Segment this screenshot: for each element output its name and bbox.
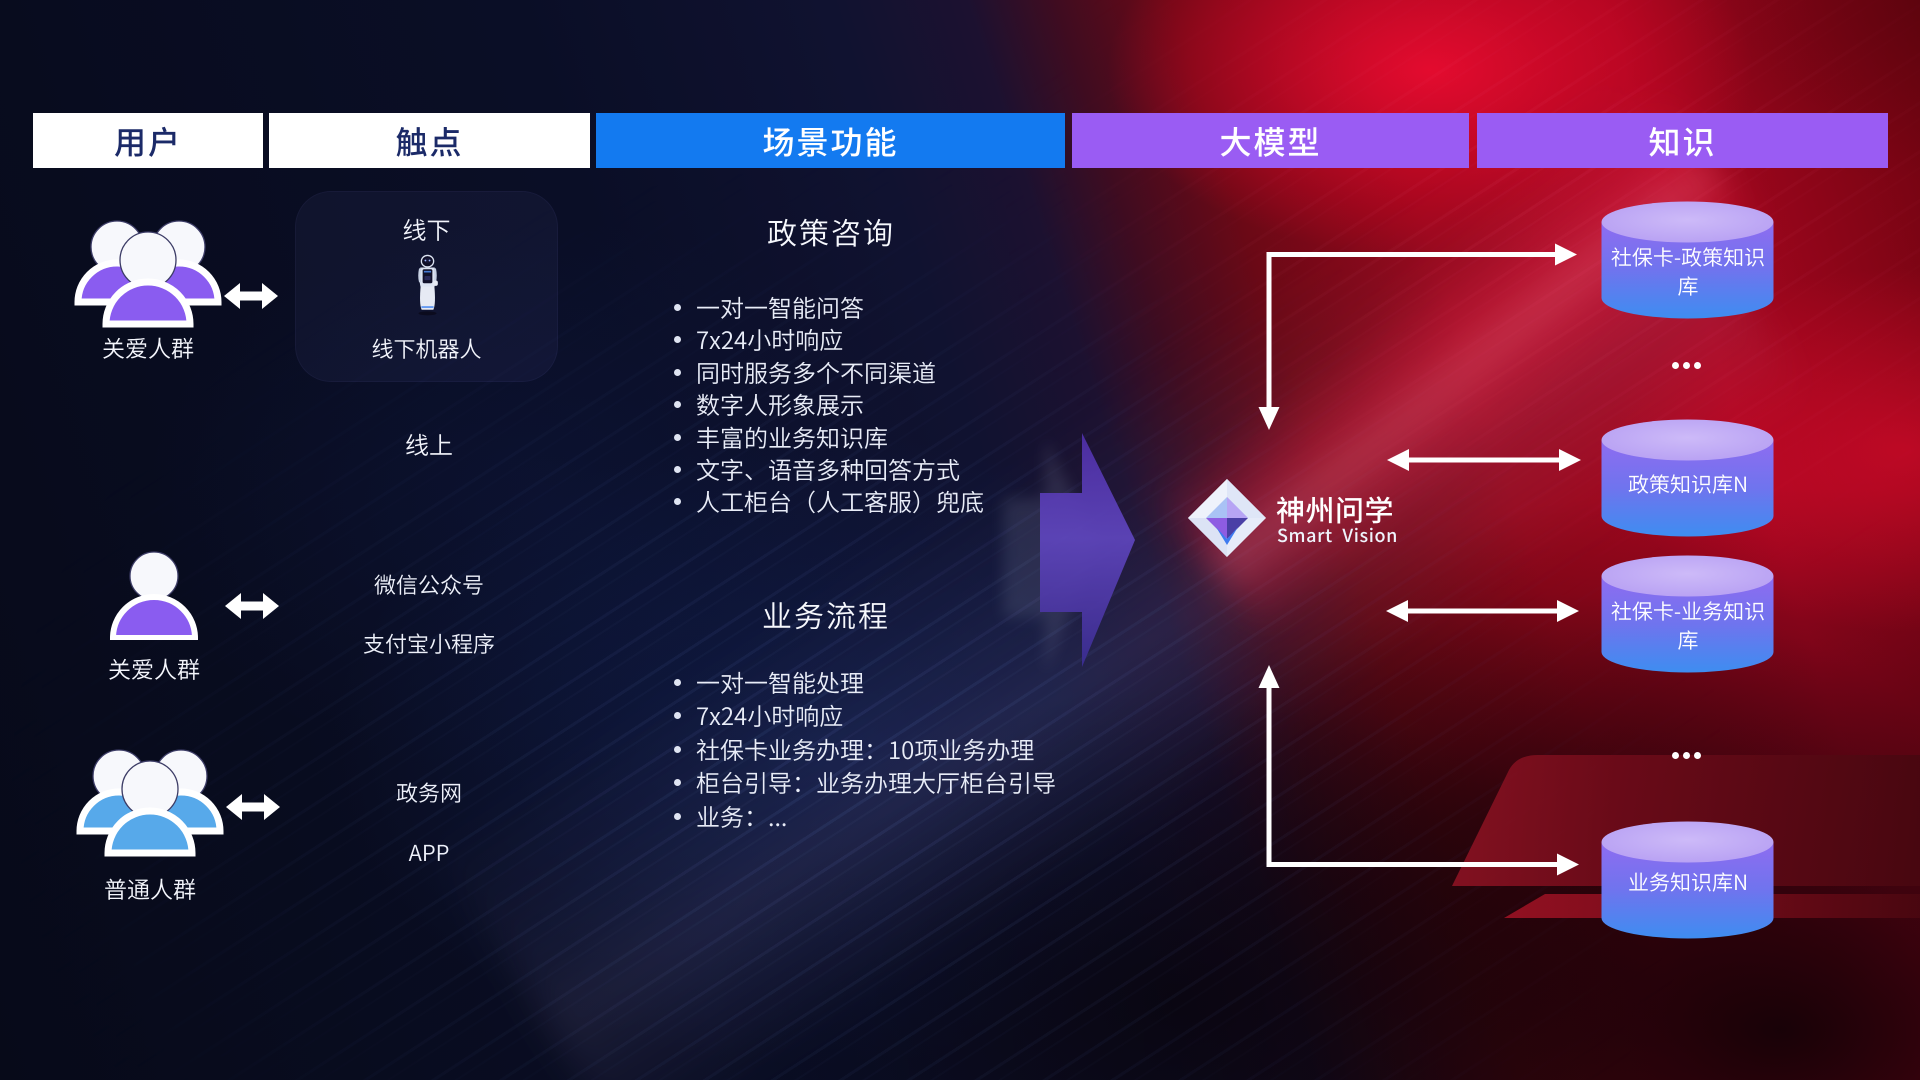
exchange-arrow-icon [226, 794, 280, 820]
channel-wechat: 微信公众号 [373, 568, 484, 600]
offline-title: 线下 [402, 211, 451, 246]
dot [1694, 752, 1701, 759]
user-group-label: 关爱人群 [108, 651, 200, 685]
list-item: 一对一智能问答 [674, 290, 984, 323]
exchange-arrow-icon [224, 283, 278, 309]
policy-section-title: 政策咨询 [767, 209, 895, 253]
dot [1683, 752, 1690, 759]
logo-subtitle: Smart Vision [1277, 522, 1399, 548]
dot [1672, 362, 1679, 369]
list-item: 7x24小时响应 [674, 698, 1056, 732]
knowledge-cylinder [1601, 821, 1774, 939]
cylinder-label: 政策知识库N [1627, 469, 1749, 499]
list-item: 7x24小时响应 [674, 323, 984, 356]
header-column-knowledge: 知识 [1477, 113, 1888, 168]
exchange-arrow-icon [225, 593, 279, 619]
header-label: 用户 [113, 117, 182, 164]
list-item: 柜台引导：业务办理大厅柜台引导 [674, 765, 1056, 799]
logo-name: 神州问学 [1276, 488, 1395, 530]
channel-govweb: 政务网 [395, 776, 462, 808]
diamond-logo-icon [1188, 479, 1266, 557]
channel-alipay: 支付宝小程序 [362, 627, 495, 659]
policy-feature-list: 一对一智能问答 7x24小时响应 同时服务多个不同渠道 数字人形象展示 丰富的业… [674, 290, 984, 518]
ellipsis-icon [1672, 362, 1701, 369]
header-column-scenarios: 场景功能 [596, 113, 1065, 168]
list-item: 丰富的业务知识库 [674, 420, 984, 453]
list-item: 一对一智能处理 [674, 665, 1056, 699]
business-section-title: 业务流程 [762, 592, 890, 636]
knowledge-cylinder [1601, 201, 1774, 319]
cylinder-label: 社保卡-政策知识库 [1610, 242, 1766, 301]
ellipsis-icon [1672, 752, 1701, 759]
dot [1672, 752, 1679, 759]
users-group-purple-icon [74, 220, 222, 328]
list-item: 业务：... [674, 798, 1056, 832]
business-feature-list: 一对一智能处理 7x24小时响应 社保卡业务办理：10项业务办理 柜台引导：业务… [674, 665, 1056, 832]
header-column-users: 用户 [33, 113, 263, 168]
list-item: 人工柜台（人工客服）兜底 [674, 485, 984, 518]
channel-app: APP [408, 836, 450, 868]
header-column-touchpoints: 触点 [269, 113, 590, 168]
list-item: 同时服务多个不同渠道 [674, 355, 984, 388]
header-label: 场景功能 [762, 117, 899, 164]
list-item: 社保卡业务办理：10项业务办理 [674, 731, 1056, 765]
dot [1683, 362, 1690, 369]
offline-device-label: 线下机器人 [371, 332, 482, 364]
list-item: 文字、语音多种回答方式 [674, 452, 984, 485]
header-label: 知识 [1648, 117, 1717, 164]
header-label: 大模型 [1219, 117, 1322, 164]
cylinder-label: 业务知识库N [1627, 867, 1749, 897]
users-group-blue-icon [76, 749, 224, 857]
list-item: 数字人形象展示 [674, 387, 984, 420]
user-group-label: 普通人群 [104, 871, 196, 905]
user-group-label: 关爱人群 [102, 330, 194, 364]
cylinder-label: 社保卡-业务知识库 [1610, 596, 1766, 655]
header-column-model: 大模型 [1072, 113, 1469, 168]
online-title: 线上 [405, 426, 453, 461]
user-single-purple-icon [109, 551, 199, 640]
header-label: 触点 [395, 117, 464, 164]
knowledge-cylinder [1601, 555, 1774, 673]
robot-icon [418, 254, 438, 316]
dot [1694, 362, 1701, 369]
knowledge-cylinder [1601, 419, 1774, 537]
